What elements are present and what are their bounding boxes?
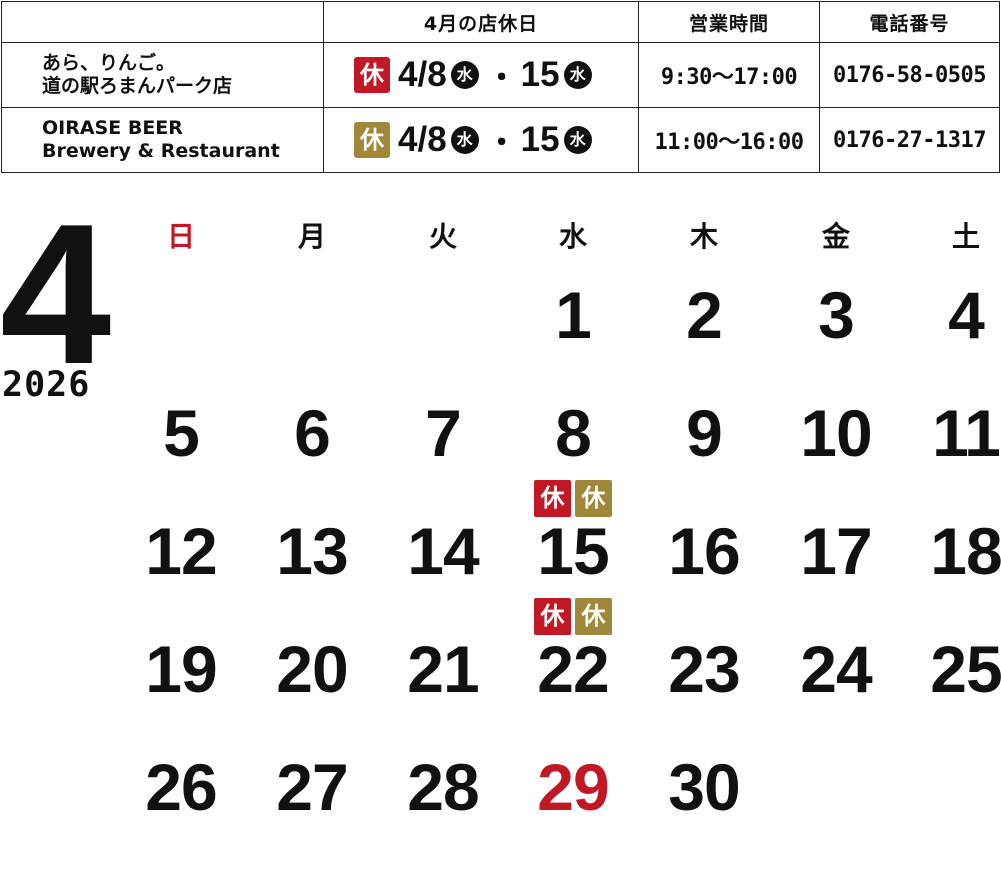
- weekday-circle: 水: [563, 126, 592, 154]
- closed-badge: 休: [534, 598, 571, 635]
- day-cell: 24: [800, 632, 872, 706]
- day-cell: 19: [145, 632, 217, 706]
- holiday-date-1: 4/8: [398, 55, 447, 94]
- closed-badge: 休: [534, 480, 571, 517]
- closed-badge: 休: [575, 480, 612, 517]
- store-name-line2: 道の駅ろまんパーク店: [42, 75, 233, 97]
- day-cell: 10: [800, 396, 872, 470]
- closed-badges: 休休: [533, 480, 613, 517]
- day-cell: 13: [276, 514, 348, 588]
- weekday-header: 土: [951, 220, 980, 253]
- day-cell: 14: [407, 514, 479, 588]
- header-store: [1, 1, 324, 43]
- weekday-header: 月: [297, 220, 326, 253]
- weekday-header: 木: [689, 220, 718, 253]
- day-cell: 25: [930, 632, 1001, 706]
- day-cell: 3: [818, 278, 855, 352]
- header-phone: 電話番号: [819, 1, 1000, 43]
- holiday-date-2: 15: [520, 120, 560, 159]
- store-name-line1: あら、りんご。: [42, 52, 176, 74]
- day-cell: 1: [555, 278, 592, 352]
- weekday-header: 火: [428, 220, 457, 253]
- store-name-line1: OIRASE BEER: [42, 117, 183, 139]
- month-number: 4: [0, 183, 111, 406]
- weekday-circle: 水: [563, 61, 592, 89]
- separator: ・: [486, 126, 517, 161]
- holiday-date-1: 4/8: [398, 120, 447, 159]
- day-cell: 30: [668, 750, 740, 824]
- day-cell: 5: [163, 396, 200, 470]
- day-cell: 26: [145, 750, 217, 824]
- header-hours: 営業時間: [638, 1, 820, 43]
- day-cell: 7: [425, 396, 462, 470]
- weekday-header: 日: [166, 220, 195, 253]
- day-cell: 15: [537, 514, 609, 588]
- day-cell: 20: [276, 632, 348, 706]
- weekday-header: 水: [558, 220, 587, 253]
- day-cell: 2: [686, 278, 723, 352]
- day-cell: 6: [294, 396, 331, 470]
- business-hours: 9:30〜17:00: [638, 42, 820, 108]
- closed-badge: 休: [354, 122, 390, 158]
- day-cell: 17: [800, 514, 872, 588]
- day-cell: 16: [668, 514, 740, 588]
- weekday-header: 金: [821, 220, 850, 253]
- weekday-circle: 水: [450, 61, 479, 89]
- day-cell: 12: [145, 514, 217, 588]
- header-holidays: 4月の店休日: [323, 1, 639, 43]
- day-cell: 11: [932, 396, 1001, 470]
- table-header-row: 4月の店休日 営業時間 電話番号: [1, 1, 1000, 43]
- store-name: あら、りんご。道の駅ろまんパーク店: [1, 42, 324, 108]
- day-cell: 27: [276, 750, 348, 824]
- year-number: 2026: [2, 365, 91, 405]
- holiday-date-2: 15: [520, 55, 560, 94]
- day-cell: 18: [930, 514, 1001, 588]
- closed-badge: 休: [354, 57, 390, 93]
- store-name-line2: Brewery & Restaurant: [42, 140, 280, 162]
- day-cell: 9: [686, 396, 723, 470]
- day-cell: 22: [537, 632, 609, 706]
- day-cell: 4: [948, 278, 985, 352]
- day-cell: 29: [537, 750, 609, 824]
- weekday-circle: 水: [450, 126, 479, 154]
- day-cell: 8: [555, 396, 592, 470]
- separator: ・: [486, 61, 517, 96]
- closed-badges: 休休: [533, 598, 613, 635]
- phone-number: 0176-27-1317: [819, 107, 1000, 173]
- day-cell: 23: [668, 632, 740, 706]
- phone-number: 0176-58-0505: [819, 42, 1000, 108]
- day-cell: 21: [407, 632, 479, 706]
- day-cell: 28: [407, 750, 479, 824]
- closed-badge: 休: [575, 598, 612, 635]
- business-hours: 11:00〜16:00: [638, 107, 820, 173]
